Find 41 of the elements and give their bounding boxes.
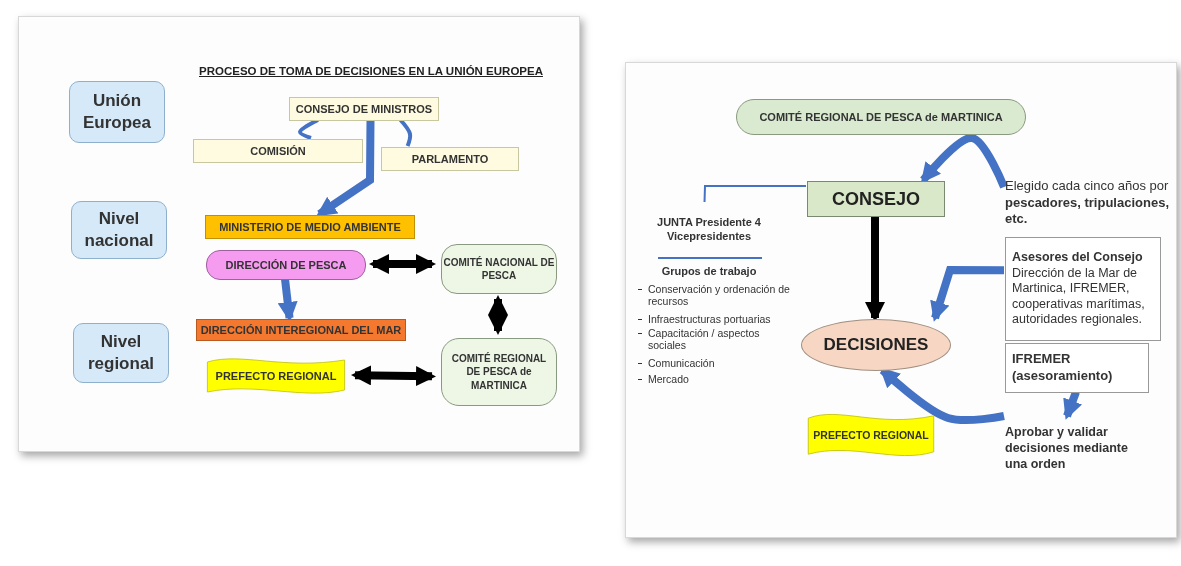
list-item: Conservación y ordenación de recursos [648, 283, 791, 308]
list-item: Infraestructuras portuarias [648, 313, 772, 326]
approval-note: Aprobar y validar decisiones mediante una orden [1005, 417, 1145, 479]
committee-banner: COMITÉ REGIONAL DE PESCA de MARTINICA [736, 99, 1026, 135]
arrow [351, 365, 436, 387]
list-item: Mercado [648, 373, 690, 386]
arrow [488, 295, 508, 335]
institution-box: COMISIÓN [193, 139, 363, 163]
election-note: Elegido cada cinco años por pescadores, tripulaciones, etc. [1005, 173, 1177, 233]
directorate-box: DIRECCIÓN DE PESCA [206, 250, 366, 280]
list-item: Capacitación / aspectos sociales [648, 327, 761, 352]
institution-box: CONSEJO DE MINISTROS [289, 97, 439, 121]
arrow [277, 278, 298, 322]
connector-line [399, 118, 413, 147]
list-item: Comunicación [648, 357, 716, 370]
prefect-banner: PREFECTO REGIONAL [807, 411, 935, 459]
connector-line [703, 185, 807, 203]
prefect-banner: PREFECTO REGIONAL [206, 356, 346, 396]
arrow [920, 134, 1008, 189]
arrow [865, 216, 885, 322]
committee-box: COMITÉ REGIONAL DE PESCA de MARTINICA [441, 338, 557, 406]
arrow [369, 254, 436, 274]
level-box: Nivel nacional [71, 201, 167, 259]
advisor-box: IFREMER (asesoramiento) [1005, 343, 1149, 393]
list-heading: Grupos de trabajo [660, 265, 758, 278]
decisions-ellipse: DECISIONES [801, 319, 951, 371]
committee-box: COMITÉ NACIONAL DE PESCA [441, 244, 557, 294]
board-text: JUNTA Presidente 4 Vicepresidentes [651, 203, 767, 255]
arrow [1063, 390, 1082, 420]
directorate-box: DIRECCIÓN INTEREGIONAL DEL MAR [196, 319, 406, 341]
level-box: Nivel regional [73, 323, 169, 383]
arrow [316, 119, 375, 218]
council-box: CONSEJO [807, 181, 945, 217]
ministry-box: MINISTERIO DE MEDIO AMBIENTE [205, 215, 415, 239]
slide-panel: PROCESO DE TOMA DE DECISIONES EN LA UNIÓN EUROPEA Unión Europea Nivel nacional Nivel regional CONSEJO DE MINISTROS COMISIÓN PARLAMENTO MINISTERIO DE MEDIO AMBIENTE DIRECCIÓN DE PESCA COMITÉ NACIONAL DE PESCA DIRECCIÓN INTEREGIONAL DEL MAR PREFECTO REGIONAL COMITÉ REGIONAL DE PESCA de MARTINICA [18, 16, 580, 452]
arrow [930, 266, 1005, 322]
connector-line [298, 118, 319, 140]
institution-box: PARLAMENTO [381, 147, 519, 171]
advisors-box: Asesores del Consejo Dirección de la Mar de Martinica, IFREMER, cooperativas marítimas, autoridades regionales. [1005, 237, 1161, 341]
slide-panel [625, 62, 1177, 538]
level-box: Unión Europea [69, 81, 165, 143]
